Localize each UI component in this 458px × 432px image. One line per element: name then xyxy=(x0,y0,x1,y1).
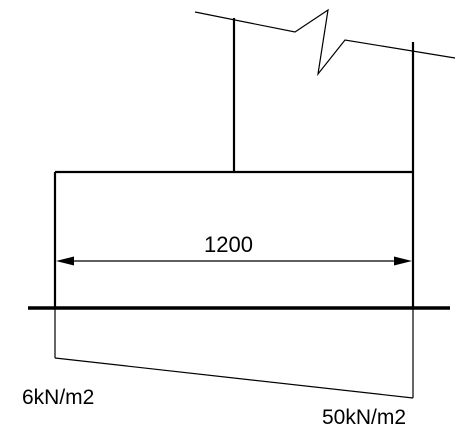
dimension-arrow-right xyxy=(394,256,412,266)
dimension-arrow-left xyxy=(56,256,74,266)
dimension-label: 1200 xyxy=(204,232,253,257)
top-break-line xyxy=(194,8,456,77)
pressure-sloped-line xyxy=(54,357,414,399)
pressure-label-left: 6kN/m2 xyxy=(22,386,94,409)
pressure-label-right: 50kN/m2 xyxy=(322,406,406,429)
